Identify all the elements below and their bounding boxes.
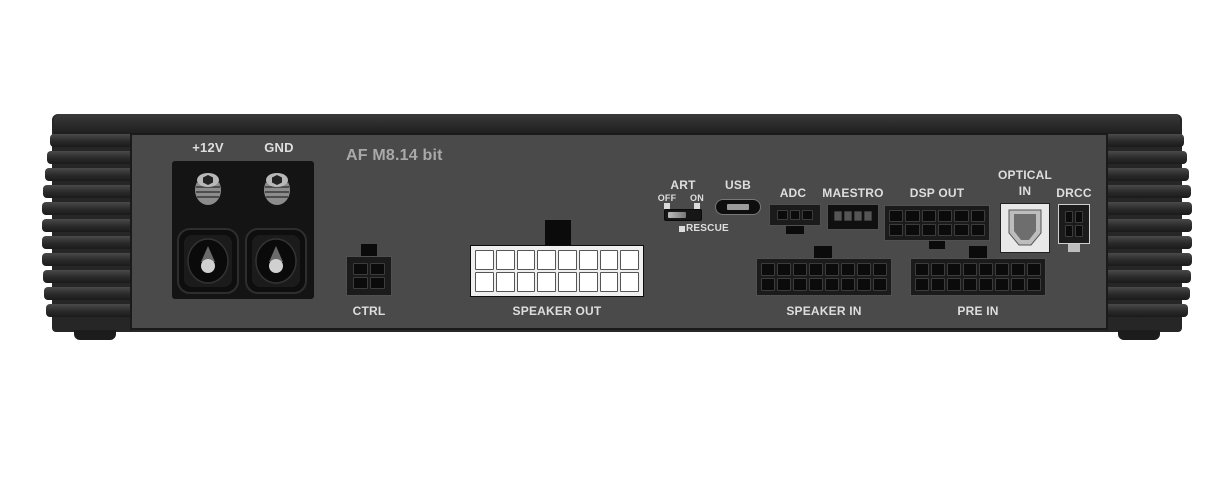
label-dsp-out: DSP OUT	[909, 186, 965, 200]
maestro-connector[interactable]	[827, 204, 879, 230]
drcc-connector[interactable]	[1058, 204, 1090, 244]
left-heatsink	[42, 132, 134, 332]
right-heatsink	[1100, 132, 1192, 332]
label-usb: USB	[725, 178, 751, 192]
speaker-out-connector[interactable]	[470, 245, 644, 297]
usb-port[interactable]	[715, 199, 761, 215]
label-pre-in: PRE IN	[957, 304, 999, 318]
label-gnd: GND	[264, 140, 294, 155]
speaker-in-latch	[814, 246, 832, 260]
power-socket-gnd-icon[interactable]	[245, 228, 307, 294]
power-socket-plus12v-icon[interactable]	[177, 228, 239, 294]
label-art-on: ON	[690, 193, 704, 203]
label-drcc: DRCC	[1056, 186, 1092, 200]
speaker-in-connector[interactable]	[756, 258, 892, 296]
label-ctrl: CTRL	[352, 304, 386, 318]
art-on-indicator	[694, 203, 700, 209]
art-switch-knob	[668, 212, 686, 218]
model-name: AF M8.14 bit	[346, 147, 443, 164]
label-adc: ADC	[779, 186, 807, 200]
label-speaker-in: SPEAKER IN	[786, 304, 862, 318]
label-optical-in: IN	[1018, 184, 1032, 198]
adc-connector-latch	[786, 226, 804, 234]
adc-connector[interactable]	[769, 204, 821, 226]
label-art-off: OFF	[657, 193, 677, 203]
art-off-indicator	[664, 203, 670, 209]
usb-port-inner	[727, 204, 749, 210]
label-plus12v: +12V	[192, 140, 224, 155]
rescue-indicator	[679, 226, 685, 232]
label-rescue: RESCUE	[686, 223, 729, 234]
optical-input-icon[interactable]	[1000, 203, 1050, 253]
label-maestro: MAESTRO	[822, 186, 884, 200]
foot-right	[1118, 330, 1160, 340]
label-optical: OPTICAL	[997, 168, 1053, 182]
screw-gnd-icon	[264, 173, 290, 205]
art-switch[interactable]	[664, 209, 702, 221]
chassis-lid	[54, 114, 1180, 134]
ctrl-connector-latch	[361, 244, 377, 256]
screw-plus12v-icon	[195, 173, 221, 205]
dsp-out-connector-latch	[929, 241, 945, 249]
label-speaker-out: SPEAKER OUT	[512, 304, 602, 318]
ctrl-connector[interactable]	[346, 256, 392, 296]
dsp-out-connector[interactable]	[884, 205, 990, 241]
pre-in-latch	[969, 246, 987, 260]
drcc-connector-latch	[1068, 244, 1080, 252]
foot-left	[74, 330, 116, 340]
speaker-out-latch	[545, 220, 571, 246]
pre-in-connector[interactable]	[910, 258, 1046, 296]
label-art: ART	[670, 178, 696, 192]
